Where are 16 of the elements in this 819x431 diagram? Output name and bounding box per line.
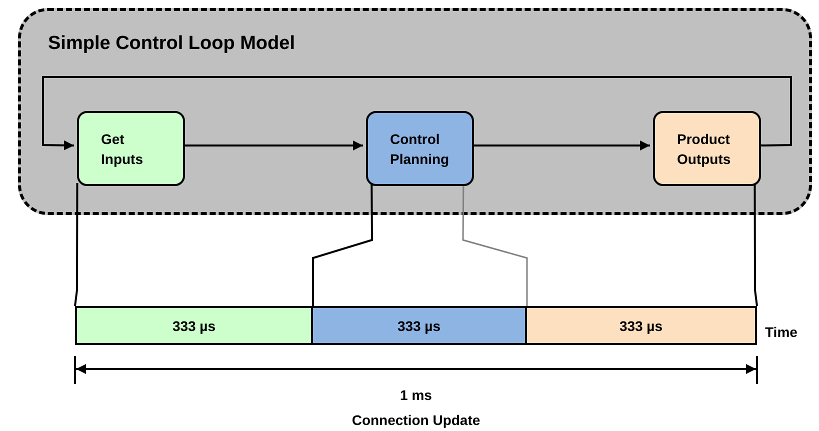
time-segment: 333 µs (313, 306, 527, 345)
connector-line (74, 183, 78, 306)
connector-line (312, 183, 373, 306)
caption-text: Connection Update (352, 412, 480, 428)
process-box: Get Inputs (77, 111, 185, 186)
dashed-group-panel (18, 8, 812, 215)
dimension-label: 1 ms (400, 387, 432, 403)
axis-label: Time (765, 324, 798, 340)
process-box: Control Planning (366, 111, 474, 186)
group-title: Simple Control Loop Model (48, 33, 295, 55)
time-segment: 333 µs (527, 306, 757, 345)
arrow (42, 76, 792, 150)
connector-line (754, 183, 758, 306)
connector-line (462, 183, 528, 306)
time-segment: 333 µs (75, 306, 313, 345)
process-box: Product Outputs (653, 111, 761, 186)
